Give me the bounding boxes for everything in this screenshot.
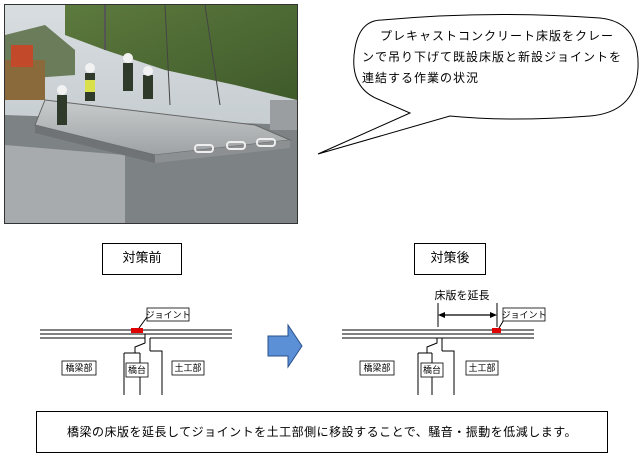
after-diagram: 床版を延長 ジョイント 橋梁部 橋台 土工部	[342, 288, 547, 395]
right-arrow-icon	[267, 323, 303, 369]
after-title: 対策後	[414, 243, 486, 275]
conclusion-box: 橋梁の床版を延長してジョイントを土工部側に移設することで、騒音・振動を低減します…	[36, 411, 608, 453]
callout-text: プレキャストコンクリート床版をクレーンで吊り下げて既設床版と新設ジョイントを連結…	[362, 29, 623, 85]
before-diagram: ジョイント 橋梁部 橋台 土工部	[40, 307, 232, 395]
construction-photo	[4, 4, 298, 224]
joint-diagrams: ジョイント 橋梁部 橋台 土工部 床版を延長 ジョイント 橋梁部 橋台	[40, 288, 547, 395]
before-earthwork-label: 土工部	[174, 362, 201, 374]
after-earthwork-label: 土工部	[468, 362, 495, 374]
photo-illustration	[5, 5, 297, 223]
after-joint-label: ジョイント	[501, 311, 546, 321]
before-title: 対策前	[102, 243, 182, 275]
speech-bubble	[317, 13, 639, 155]
after-abutment-label: 橋台	[423, 364, 441, 376]
before-joint-label: ジョイント	[145, 311, 190, 321]
after-extend-label: 床版を延長	[435, 288, 490, 302]
after-bridge-label: 橋梁部	[363, 362, 390, 374]
before-abutment-label: 橋台	[128, 364, 146, 376]
before-joint-marker	[131, 328, 143, 333]
after-joint-marker	[492, 328, 501, 333]
before-bridge-label: 橋梁部	[65, 362, 92, 374]
